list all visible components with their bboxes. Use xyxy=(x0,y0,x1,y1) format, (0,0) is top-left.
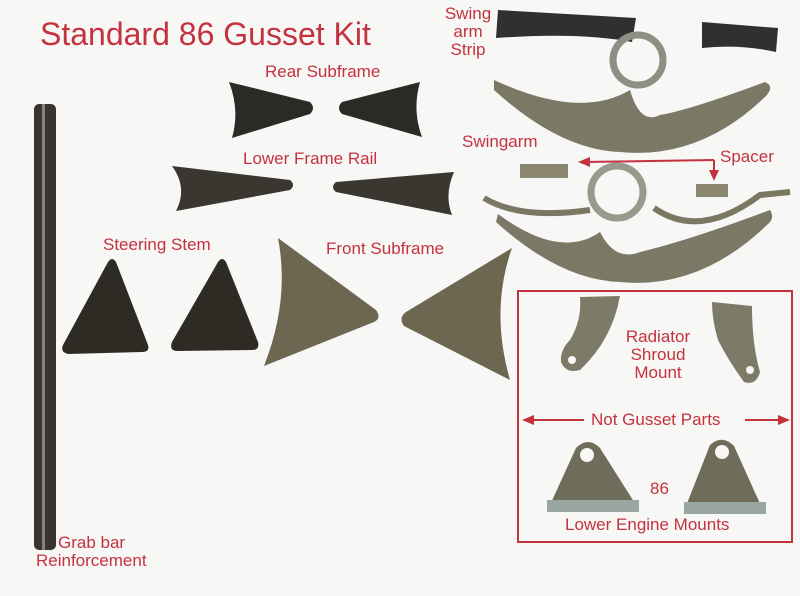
lower-engine-mounts xyxy=(547,439,766,514)
not-gusset-parts-box xyxy=(517,290,793,543)
label-radiator-line2: Shroud xyxy=(630,344,686,364)
swingarm-top xyxy=(494,31,771,153)
label-not-gusset-parts: Not Gusset Parts xyxy=(591,410,721,429)
label-radiator-shroud-mount: Radiator Shroud Mount xyxy=(616,328,700,382)
label-swing-arm-strip-line2: arm xyxy=(453,21,483,41)
label-swingarm: Swingarm xyxy=(462,132,538,151)
label-radiator-line1: Radiator xyxy=(625,327,691,346)
label-lower-frame-rail: Lower Frame Rail xyxy=(243,149,378,168)
swingarm-bottom xyxy=(482,162,791,283)
steering-stem-gussets xyxy=(62,259,259,354)
label-rear-subframe: Rear Subframe xyxy=(265,62,381,81)
label-radiator-line3: Mount xyxy=(634,362,682,382)
swing-arm-strips xyxy=(496,10,778,52)
radiator-shroud-mounts xyxy=(560,296,760,383)
grab-bar-tube xyxy=(34,104,56,550)
lower-frame-rail-gussets xyxy=(172,166,454,215)
label-grab-bar-line1: Grab bar xyxy=(58,533,126,552)
label-swing-arm-strip: Swing arm Strip xyxy=(440,5,496,59)
label-steering-stem: Steering Stem xyxy=(103,235,211,254)
label-swing-arm-strip-line3: Strip xyxy=(450,39,486,59)
label-swing-arm-strip-line1: Swing xyxy=(444,4,492,23)
label-grab-bar-reinforcement: Grab bar Reinforcement xyxy=(36,534,168,570)
page-title: Standard 86 Gusset Kit xyxy=(40,16,371,52)
label-lower-engine-mounts: Lower Engine Mounts xyxy=(565,515,730,534)
rear-subframe-gussets xyxy=(229,82,422,138)
spacer-arrow xyxy=(578,157,719,181)
label-engine-86: 86 xyxy=(650,479,669,498)
label-grab-bar-line2: Reinforcement xyxy=(36,550,147,570)
label-front-subframe: Front Subframe xyxy=(326,239,445,258)
front-subframe-gussets xyxy=(264,238,512,380)
not-gusset-arrows xyxy=(522,415,790,425)
label-spacer: Spacer xyxy=(720,147,774,166)
